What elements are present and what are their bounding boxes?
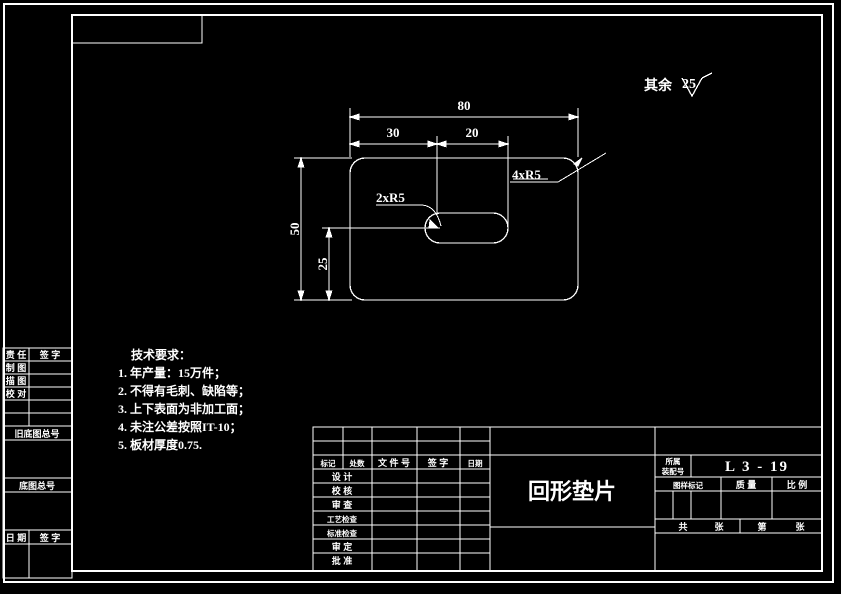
tech-notes-heading: 技术要求： [131,347,191,362]
leader-2xr5 [376,204,442,229]
title-block-role-authorize: 批 准 [332,555,353,566]
tech-note-item: 4. 未注公差按照IT-10； [118,419,242,434]
title-block-role-check: 校 核 [332,485,353,496]
tech-note-item: 2. 不得有毛刺、缺陷等； [118,383,250,398]
title-block-role-process-check: 工艺检查 [327,514,357,524]
top-left-cartouche [72,15,203,44]
sidebar-header-responsibility: 责 任 [6,349,27,360]
radius-note-4xr5: 4xR5 [512,167,541,182]
sidebar-row-label-drafting: 制 图 [6,362,27,373]
title-block-header-signature: 签 字 [427,457,449,468]
title-block-header-file-no: 文 件 号 [377,457,410,468]
title-block-role-approve: 审 定 [332,541,354,552]
sidebar-footer-date-label: 日 期 [6,532,27,543]
outer-border [3,3,834,583]
roughness-symbol [681,72,713,98]
title-block-role-design: 设 计 [332,471,353,482]
sidebar-old-base-drawing-no-label: 旧底图总号 [14,428,59,439]
sheet-page-prefix: 第 [757,521,766,532]
title-block-header-date: 日期 [468,458,483,468]
title-block-part-name: 回形垫片 [528,479,616,504]
dimension-30 [348,136,439,215]
sheet-page-suffix: 张 [795,521,805,532]
title-block-role-standard-check: 标准检查 [326,528,357,538]
title-block-grid [312,426,823,572]
tech-note-item: 5. 板材厚度0.75. [118,437,202,452]
sidebar-header-signature: 签 字 [39,349,61,360]
leader-4xr5 [510,152,607,183]
part-outline [349,157,579,301]
sheet-total-suffix: 张 [714,521,724,532]
title-block-header-mark: 标记 [320,458,336,468]
dimension-label-20: 20 [466,125,479,140]
dimension-50 [294,156,352,302]
sidebar-base-drawing-no-label: 底图总号 [19,480,55,491]
dimension-label-30: 30 [387,125,400,140]
sheet-total-prefix: 共 [678,521,687,532]
attribute-label-mass: 质 量 [736,479,757,490]
title-block-header-qty: 处数 [349,458,365,468]
sidebar-footer-signature-label: 签 字 [39,532,61,543]
title-block-role-review: 审 查 [332,499,354,510]
dimension-label-80: 80 [458,98,471,113]
assembly-no-label-line1: 所属 [666,456,681,466]
sidebar-row-label-proofread: 校 对 [6,388,27,399]
roughness-prefix-label: 其余 [644,77,673,94]
assembly-no-value: L 3 - 19 [725,459,789,475]
dimension-80 [348,108,580,157]
attribute-label-scale: 比 例 [787,479,808,490]
roughness-value-label: 25 [682,77,696,92]
assembly-no-label-line2: 装配号 [661,466,685,476]
dimension-label-25: 25 [315,257,330,271]
dimension-20 [435,136,510,228]
tech-note-item: 1. 年产量：15万件； [118,365,226,380]
radius-note-2xr5: 2xR5 [376,190,405,205]
tech-note-item: 3. 上下表面为非加工面； [118,401,250,416]
dimension-25 [322,226,440,302]
attribute-label-drawing-mark: 图样标记 [673,480,703,490]
dimension-label-50: 50 [287,223,302,236]
sidebar-row-label-tracing: 描 图 [6,375,27,386]
left-sidebar-table [2,347,73,579]
